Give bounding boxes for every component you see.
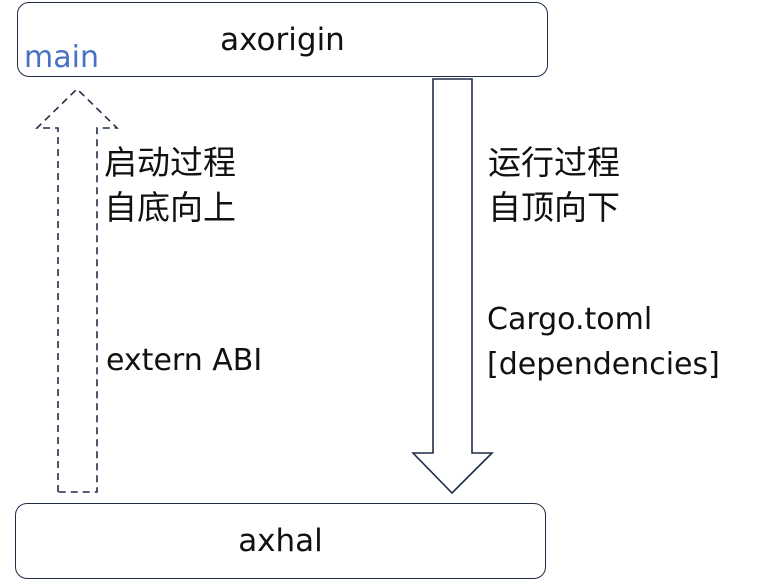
main-label: main bbox=[24, 40, 99, 75]
axhal-label: axhal bbox=[238, 523, 323, 559]
cargo-dependencies-label: Cargo.toml [dependencies] bbox=[487, 297, 720, 387]
axorigin-box: axorigin bbox=[17, 2, 548, 77]
axhal-box: axhal bbox=[15, 503, 546, 579]
cargo-line-1: Cargo.toml bbox=[487, 302, 653, 337]
startup-up-arrow bbox=[35, 87, 119, 493]
startup-line-1: 启动过程 bbox=[104, 143, 236, 182]
runtime-down-arrow bbox=[411, 78, 494, 495]
runtime-line-2: 自顶向下 bbox=[488, 188, 620, 227]
cargo-line-2: [dependencies] bbox=[487, 347, 720, 382]
axorigin-label: axorigin bbox=[220, 21, 345, 58]
runtime-line-1: 运行过程 bbox=[488, 143, 620, 182]
startup-description: 启动过程 自底向上 bbox=[104, 140, 236, 230]
extern-abi-label: extern ABI bbox=[106, 343, 263, 378]
runtime-description: 运行过程 自顶向下 bbox=[488, 140, 620, 230]
startup-line-2: 自底向上 bbox=[104, 188, 236, 227]
